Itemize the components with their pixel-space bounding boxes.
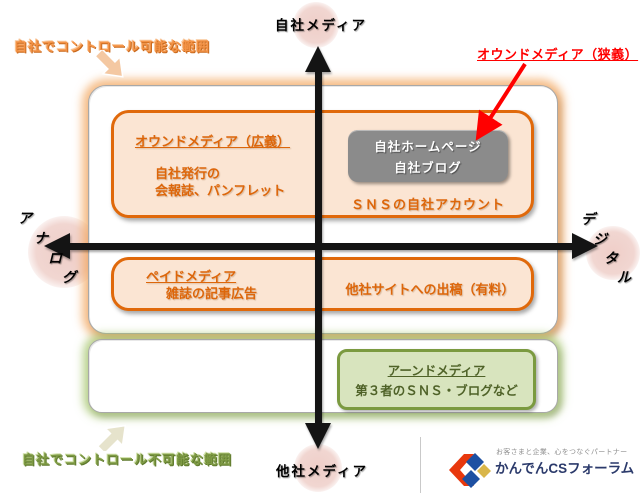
earned-media-box: アーンドメディア 第３者のＳＮＳ・ブログなど	[337, 349, 536, 410]
down-right-arrow-icon	[94, 50, 124, 78]
owned-broad-line1: 自社発行の	[155, 166, 221, 181]
owned-broad-line2: 会報誌、パンフレット	[155, 183, 286, 198]
halo-bottom	[294, 444, 342, 492]
paid-line1: 雑誌の記事広告	[166, 286, 258, 301]
red-callout-arrow-icon	[475, 62, 527, 141]
own-site-line1: 自社ホームページ	[374, 140, 482, 154]
logo-tagline: お客さまと企業、心をつなぐパートナー	[496, 449, 628, 456]
uncontrollable-label: 自社でコントロール不可能な範囲	[22, 452, 233, 467]
own-site-line2: 自社ブログ	[394, 161, 462, 175]
up-right-arrow-icon	[96, 424, 127, 451]
paid-right-text: 他社サイトへの出稿（有料）	[345, 282, 515, 297]
paid-title: ペイドメディア	[146, 269, 237, 284]
axis-label-right: デジタル	[581, 211, 631, 285]
sns-account-text: ＳＮＳの自社アカウント	[350, 197, 505, 212]
earned-line1: 第３者のＳＮＳ・ブログなど	[355, 384, 518, 398]
earned-title: アーンドメディア	[387, 364, 486, 378]
arrowhead-up-icon	[305, 46, 331, 72]
logo-divider	[420, 437, 421, 493]
axis-label-bottom: 他社メディア	[276, 464, 369, 479]
axis-label-top: 自社メディア	[275, 18, 368, 33]
kanden-logo-icon	[449, 453, 491, 488]
owned-narrow-label: オウンドメディア（狭義）	[477, 47, 639, 62]
controllable-label: 自社でコントロール可能な範囲	[14, 39, 211, 54]
logo-name: かんでんCSフォーラム	[495, 461, 635, 476]
halo-top	[293, 2, 339, 48]
owned-broad-title: オウンドメディア（広義）	[134, 134, 291, 149]
axis-label-left: アナログ	[18, 210, 76, 285]
paid-media-box	[111, 257, 534, 311]
